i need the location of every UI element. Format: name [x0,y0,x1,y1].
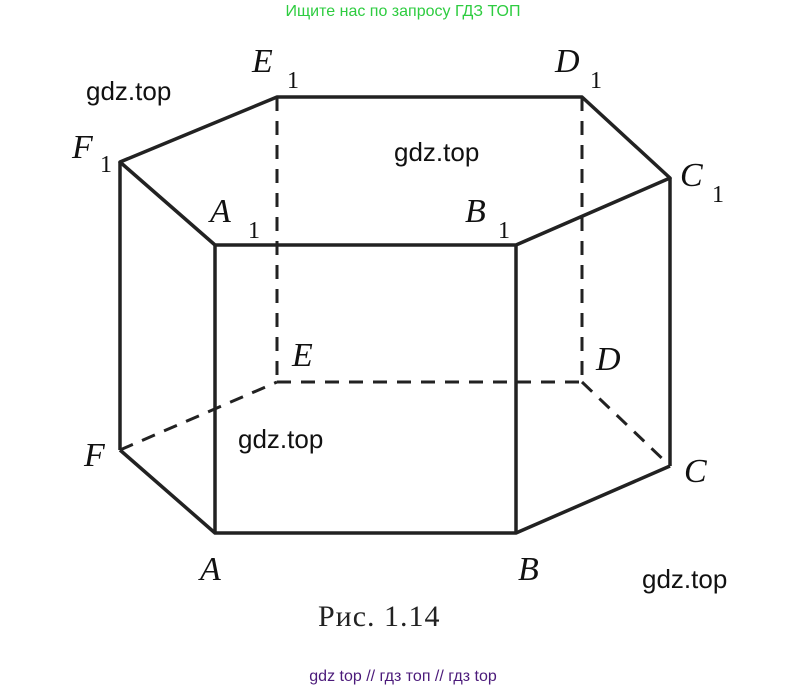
top-face [118,95,672,247]
label-A1-sub: 1 [248,218,260,244]
label-D: D [595,341,621,378]
watermark: gdz.top [238,424,324,454]
label-C1: C [680,157,703,194]
footer-links-text: gdz top // гдз топ // гдз top [309,668,497,685]
label-E: E [291,337,313,374]
hidden-edges [119,97,672,468]
label-E1-sub: 1 [287,68,299,94]
bottom-visible-edges [118,448,671,535]
label-A: A [198,551,221,588]
label-E1: E [251,43,273,80]
label-A1: A [208,193,231,230]
label-B1-sub: 1 [498,218,510,244]
edge-F-E [119,380,278,452]
label-F1-sub: 1 [100,152,112,178]
vertex-labels: E 1 D 1 F 1 C 1 A 1 B 1 E D F C A B [71,43,724,588]
visible-edges [118,95,672,535]
watermark: gdz.top [86,76,172,106]
label-B: B [518,551,539,588]
edge-D-C [580,380,672,468]
label-D1-sub: 1 [590,68,602,94]
label-F1: F [71,129,94,166]
label-C1-sub: 1 [712,182,724,208]
label-F: F [83,437,106,474]
header-search-hint: Ищите нас по запросу ГДЗ ТОП [285,3,521,20]
label-C: C [684,453,707,490]
label-D1: D [554,43,580,80]
watermark: gdz.top [642,564,728,594]
watermark: gdz.top [394,137,480,167]
label-B1: B [465,193,486,230]
figure-caption: Рис. 1.14 [318,600,441,633]
